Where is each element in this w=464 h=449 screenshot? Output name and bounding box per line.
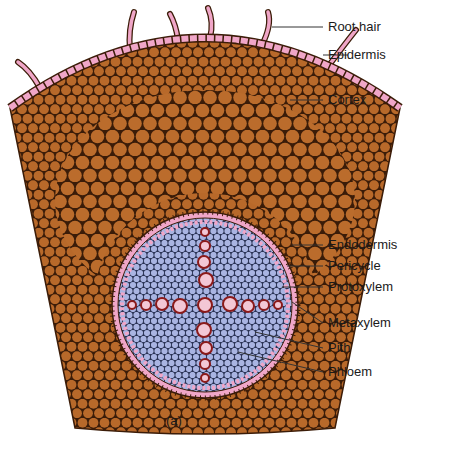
- part-label: Root hair: [328, 19, 381, 35]
- part-label: Cortex: [328, 92, 366, 108]
- part-label: Pericycle: [328, 258, 381, 274]
- part-label: Epidermis: [328, 47, 386, 63]
- part-label: Metaxylem: [328, 315, 391, 331]
- part-label: Pith: [328, 340, 350, 356]
- figure-label: (a): [166, 413, 182, 429]
- part-label: Phloem: [328, 364, 372, 380]
- part-label: Protoxylem: [328, 279, 393, 295]
- part-label: Endodermis: [328, 237, 397, 253]
